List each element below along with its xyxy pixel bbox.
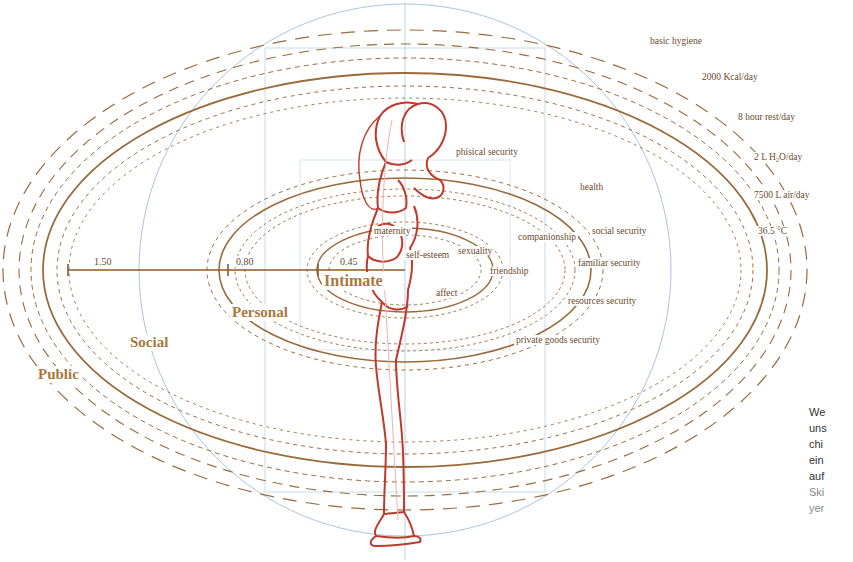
caption-fragment: We [807,406,827,418]
need-label: 2 L H₂O/day [752,152,804,162]
need-label: 7500 L air/day [752,190,812,200]
need-label: resources security [566,296,638,306]
caption-fragment: ein [807,454,826,466]
need-label: 36.5 °C [756,226,789,236]
zone-name: Public [36,366,81,383]
need-label: affect [434,288,459,298]
need-label: 0.45 [338,256,360,267]
zone-ellipse [19,44,791,496]
need-label: friendship [488,266,531,276]
zone-name: Personal [230,304,290,321]
caption-fragment: chi [807,438,825,450]
zone-ellipse [43,73,767,467]
need-label: familiar security [576,258,643,268]
zone-ellipse [31,58,779,482]
need-label: private goods security [514,335,602,345]
need-label: 0.80 [234,256,256,267]
zone-ellipse [69,98,741,442]
need-label: maternity [372,226,412,236]
caption-fragment: uns [807,422,829,434]
figure-ghost [382,120,398,520]
pregnant-woman-figure [359,103,446,547]
need-label: companionship [516,232,578,242]
need-label: 8 hour rest/day [736,112,797,122]
need-label: health [578,182,605,192]
need-label: social security [590,226,649,236]
caption-fragment: yer [807,502,826,514]
need-label: self-esteem [404,250,451,260]
need-label: phisical security [454,147,520,157]
need-label: sexuality [456,246,494,256]
need-label: 2000 Kcal/day [700,72,760,82]
caption-fragment: Ski [807,486,826,498]
zone-ellipse [57,86,753,454]
zone-name: Social [128,334,170,351]
zone-name: Intimate [322,272,385,290]
caption-fragment: auf [807,470,826,482]
need-label: basic hygiene [648,36,704,46]
need-label: 1.50 [92,256,114,267]
